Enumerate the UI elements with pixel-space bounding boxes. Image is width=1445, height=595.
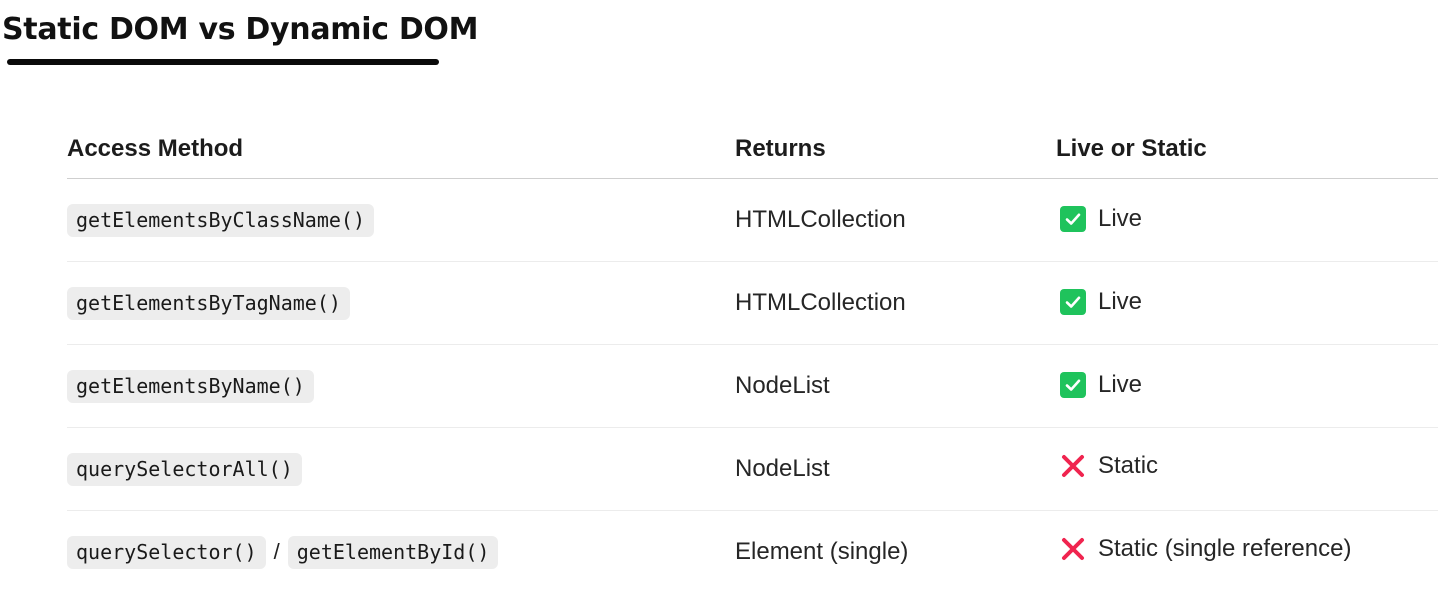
method-code: getElementsByName(): [67, 369, 314, 403]
status-label: Live: [1098, 204, 1143, 232]
status-cell: Live: [1056, 178, 1438, 262]
method-cell: querySelector() / getElementById(): [67, 511, 735, 594]
status-cell: Live: [1056, 344, 1438, 428]
status-label: Static: [1098, 452, 1159, 479]
check-icon: [1060, 371, 1086, 398]
status-label: Static (single reference): [1098, 535, 1352, 562]
method-code: getElementsByTagName(): [67, 286, 350, 320]
returns-cell: NodeList: [735, 344, 1056, 428]
method-cell: getElementsByClassName(): [67, 178, 735, 262]
method-code: querySelector(): [67, 535, 266, 569]
method-cell: getElementsByTagName(): [67, 261, 735, 345]
status-cell: Static (single reference): [1056, 511, 1438, 594]
table-row: getElementsByClassName() HTMLCollection …: [67, 178, 1438, 262]
method-code-alt: getElementById(): [287, 535, 499, 569]
returns-cell: HTMLCollection: [735, 261, 1056, 345]
returns-cell: HTMLCollection: [735, 178, 1056, 262]
cross-icon: [1060, 536, 1086, 562]
status-cell: Static: [1056, 427, 1438, 511]
table-row: querySelectorAll() NodeList Static: [67, 427, 1438, 511]
method-code: querySelectorAll(): [67, 452, 302, 486]
header-live-or-static: Live or Static: [1056, 120, 1438, 179]
status-label: Live: [1098, 370, 1143, 398]
returns-cell: NodeList: [735, 427, 1056, 511]
status-cell: Live: [1056, 261, 1438, 345]
cross-icon: [1060, 453, 1086, 479]
table-row: getElementsByTagName() HTMLCollection Li…: [67, 261, 1438, 345]
method-code: getElementsByClassName(): [67, 203, 374, 237]
dom-access-table: Access Method Returns Live or Static get…: [67, 120, 1438, 593]
method-cell: getElementsByName(): [67, 344, 735, 428]
table-row: querySelector() / getElementById() Element…: [67, 511, 1438, 594]
method-cell: querySelectorAll(): [67, 427, 735, 511]
check-icon: [1060, 288, 1086, 315]
status-label: Live: [1098, 287, 1143, 315]
returns-cell: Element (single): [735, 538, 909, 565]
title-underline: [7, 59, 439, 65]
table-row: getElementsByName() NodeList Live: [67, 344, 1438, 428]
method-separator: /: [273, 538, 280, 564]
header-returns: Returns: [735, 120, 1056, 179]
check-icon: [1060, 205, 1086, 232]
page-title: Static DOM vs Dynamic DOM: [2, 12, 479, 47]
table-header-row: Access Method Returns Live or Static: [67, 120, 1438, 179]
header-access-method: Access Method: [67, 120, 735, 179]
